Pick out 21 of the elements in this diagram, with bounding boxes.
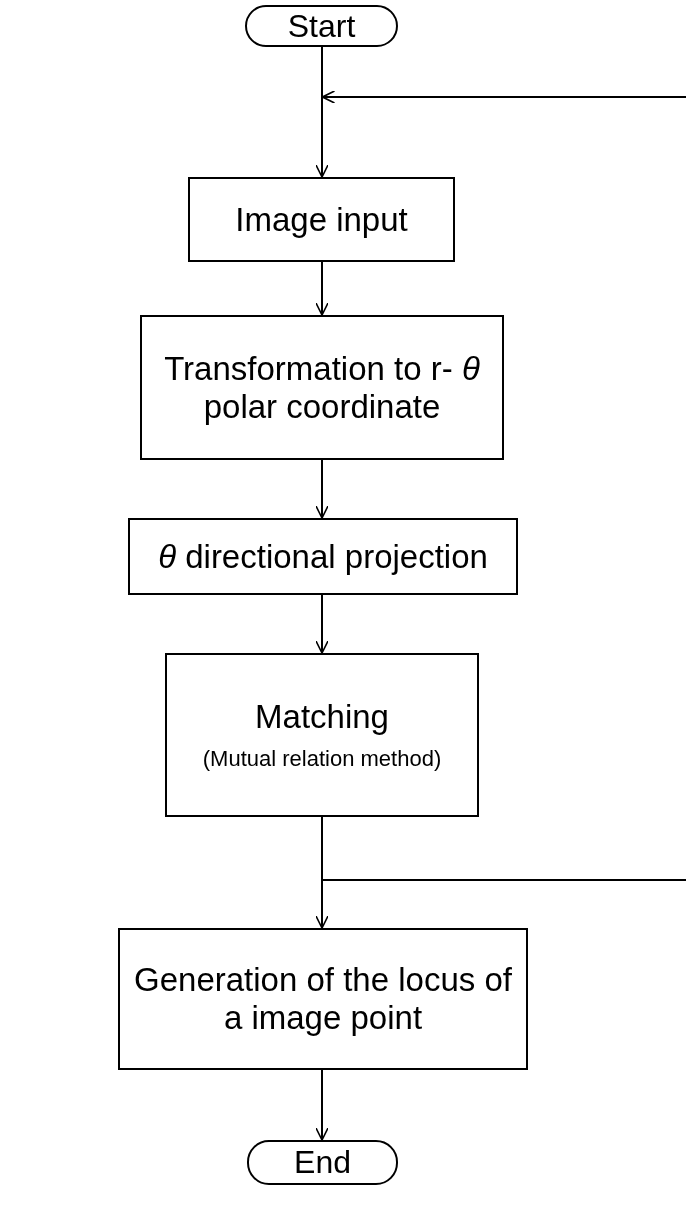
arrow xyxy=(315,261,329,316)
arrow xyxy=(315,1069,329,1141)
box-label: Generation of the locus of a image point xyxy=(133,961,513,1037)
box-label: Start xyxy=(287,7,356,45)
process-box xyxy=(118,928,528,1070)
arrow xyxy=(315,46,329,178)
arrow xyxy=(315,594,329,654)
arrow xyxy=(321,90,686,104)
box-label: Image input xyxy=(235,200,408,239)
process-box xyxy=(165,653,479,817)
box-label: θ directional projection xyxy=(158,537,488,576)
box-label: Transformation to r- θ polar coordinate xyxy=(163,349,481,426)
process-box xyxy=(140,315,504,460)
box-label: Matching xyxy=(255,698,389,737)
terminal-box xyxy=(245,5,398,47)
box-label: End xyxy=(294,1144,351,1181)
terminal-box xyxy=(247,1140,398,1185)
process-box xyxy=(188,177,455,262)
box-subtitle: (Mutual relation method) xyxy=(202,746,442,772)
process-box xyxy=(128,518,518,595)
arrow xyxy=(315,459,329,519)
